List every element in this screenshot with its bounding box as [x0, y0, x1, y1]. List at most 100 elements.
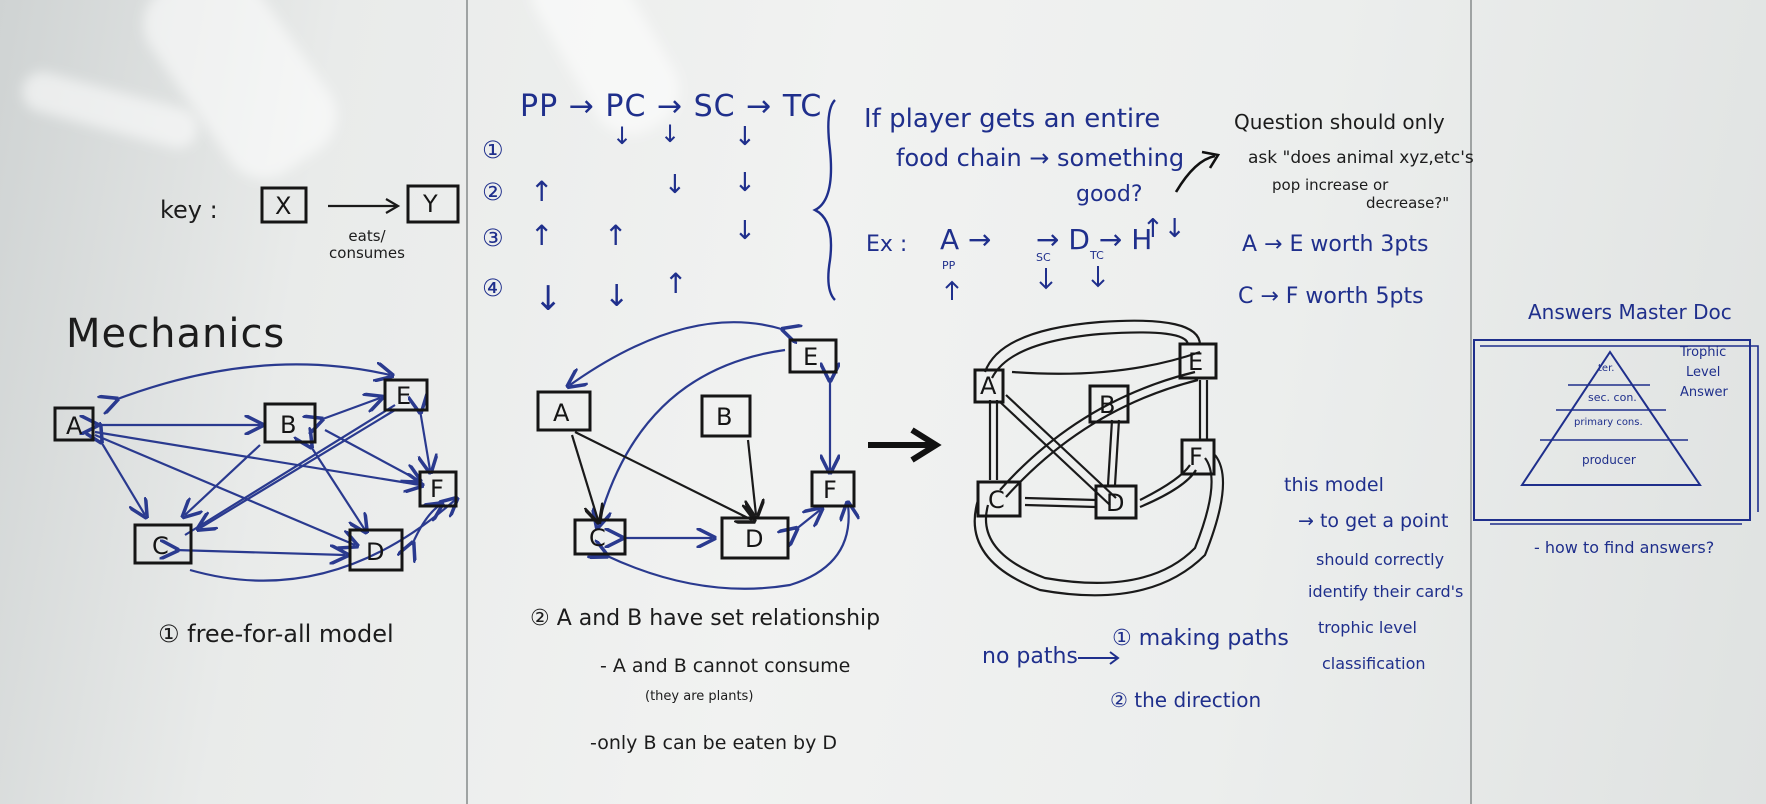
svg-text:B: B — [1099, 391, 1115, 419]
mechanics-node-c: C — [133, 523, 193, 565]
svg-text:E: E — [803, 343, 818, 371]
question-line: ask "does animal xyz,etc's — [1248, 148, 1474, 168]
trophic-arrow: ↑ — [604, 219, 628, 252]
foodchain-line: food chain → something — [896, 144, 1185, 172]
this-model-line: classification — [1322, 654, 1426, 673]
svg-text:E: E — [396, 382, 411, 410]
board-seam — [1470, 0, 1472, 804]
trophic-arrow: ↓ — [534, 279, 563, 319]
model2-caption: ② A and B have set relationship — [530, 606, 881, 631]
foodchain-line: good? — [1076, 182, 1143, 207]
mechanics-edges — [95, 364, 455, 582]
svg-text:B: B — [280, 411, 296, 439]
model2-edges — [570, 321, 849, 590]
this-model-line: should correctly — [1316, 550, 1445, 569]
answers-side-label: Trophic — [1680, 345, 1727, 360]
trophic-row-num: ① — [482, 136, 504, 164]
board-seam — [466, 0, 468, 804]
model2-node-a: A — [536, 390, 592, 432]
mechanics-node-b: B — [263, 402, 317, 444]
key-arrow-note: eats/ consumes — [329, 227, 405, 262]
model2-node-e: E — [788, 338, 838, 374]
model3-node-c: C — [976, 480, 1022, 518]
svg-text:Y: Y — [422, 190, 438, 218]
svg-text:F: F — [823, 476, 837, 504]
svg-text:F: F — [430, 475, 444, 503]
svg-text:D: D — [745, 525, 763, 553]
model2-node-b: B — [700, 394, 752, 438]
model2-note: -only B can be eaten by D — [590, 732, 837, 754]
answers-side-label: Answer — [1680, 385, 1728, 400]
trophic-arrow: ↓ — [660, 120, 681, 148]
mechanics-title: Mechanics — [66, 311, 286, 357]
question-line: decrease?" — [1366, 194, 1450, 212]
question-line: pop increase or — [1272, 176, 1389, 194]
trophic-arrow: ↑ — [530, 219, 554, 252]
model2-node-f: F — [810, 470, 856, 508]
example-updown: ↑↓ — [1142, 214, 1186, 244]
model3-node-f: F — [1180, 438, 1216, 476]
mechanics-node-f: F — [418, 470, 458, 508]
example-tag: PP — [942, 259, 956, 272]
score-line: C → F worth 5pts — [1238, 284, 1424, 309]
model3-node-a: A — [973, 368, 1005, 404]
svg-text:C: C — [152, 532, 169, 560]
answers-footnote: - how to find answers? — [1534, 538, 1715, 557]
svg-text:D: D — [1106, 489, 1124, 517]
svg-text:X: X — [275, 192, 291, 220]
svg-text:F: F — [1189, 443, 1203, 471]
model3-step: ① making paths — [1112, 626, 1289, 651]
model2-note: - A and B cannot consume — [600, 655, 851, 677]
trophic-row-num: ③ — [482, 224, 504, 252]
svg-text:A: A — [980, 372, 997, 400]
svg-text:C: C — [988, 486, 1005, 514]
pyramid-level: producer — [1582, 453, 1636, 467]
trophic-arrow: ↓ — [664, 170, 686, 200]
this-model-line: this model — [1284, 474, 1384, 496]
svg-text:A: A — [553, 399, 570, 427]
mechanics-node-d: D — [348, 528, 404, 572]
example-chain: A → → D → H — [940, 223, 1153, 256]
mechanics-node-e: E — [383, 378, 429, 412]
model2-node-d: D — [720, 516, 790, 560]
example-label: Ex : — [866, 232, 908, 257]
key-label: key : — [160, 196, 218, 224]
score-line: A → E worth 3pts — [1242, 232, 1429, 257]
trophic-row-num: ④ — [482, 274, 504, 302]
trophic-arrow: ↓ — [604, 279, 630, 314]
pyramid-level: ter. — [1598, 363, 1615, 374]
mechanics-caption: ① free-for-all model — [158, 620, 394, 648]
model3-node-e: E — [1178, 342, 1218, 380]
example-tag: TC — [1090, 249, 1104, 262]
model3-node-b: B — [1088, 384, 1130, 424]
trophic-arrow: ↓ — [734, 168, 756, 198]
trophic-arrow: ↓ — [612, 122, 633, 150]
question-line: Question should only — [1234, 110, 1445, 134]
key-arrowhead — [385, 198, 401, 214]
svg-text:B: B — [716, 403, 732, 431]
this-model-line: → to get a point — [1298, 510, 1449, 532]
key-node-y: Y — [406, 184, 460, 224]
answers-side-label: Level — [1686, 365, 1721, 380]
trophic-arrow: ↓ — [734, 122, 756, 152]
model2-note: (they are plants) — [645, 689, 754, 704]
pyramid-level: primary cons. — [1574, 417, 1643, 428]
svg-text:E: E — [1188, 348, 1203, 376]
key-node-x: X — [260, 186, 308, 224]
svg-text:A: A — [66, 412, 83, 440]
svg-text:C: C — [589, 524, 606, 552]
pyramid-level: sec. con. — [1588, 391, 1637, 404]
this-model-line: trophic level — [1318, 618, 1417, 637]
trophic-arrow: ↓ — [734, 216, 756, 246]
trophic-header: PP → PC → SC → TC — [520, 89, 823, 124]
model3-step: ② the direction — [1110, 688, 1262, 712]
